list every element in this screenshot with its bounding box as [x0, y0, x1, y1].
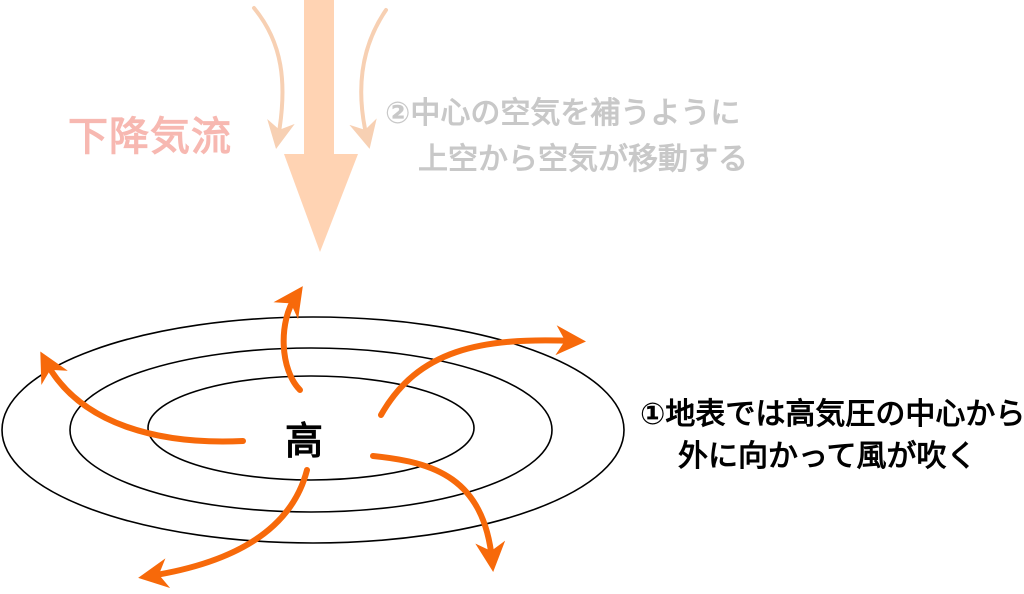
- surface-wind-note-line-1: ①地表では高気圧の中心から: [640, 397, 1024, 432]
- side-descending-arrow-left-icon: [252, 6, 295, 150]
- surface-wind-arrow-icon: [370, 453, 506, 572]
- surface-wind-note-line-2: 外に向かって風が吹く: [678, 439, 977, 474]
- descending-arrow-head: [284, 154, 358, 252]
- isobar-ellipse-inner: [147, 375, 475, 481]
- isobar-ellipse-middle: [69, 347, 553, 513]
- surface-wind-arrow-icon: [138, 467, 310, 588]
- descending-air-label: 下降気流: [68, 114, 232, 160]
- isobar-group: [1, 316, 625, 544]
- surface-wind-arrow-icon: [40, 351, 246, 445]
- surface-wind-arrow-icon: [378, 325, 586, 418]
- descending-arrow-shaft: [304, 0, 334, 160]
- high-pressure-center-label: 高: [285, 419, 324, 463]
- side-descending-arrow-right-icon: [349, 8, 388, 149]
- isobar-ellipse-outer: [1, 316, 625, 544]
- surface-wind-arrows: [40, 286, 586, 588]
- descending-airflow-arrow-icon: [284, 0, 358, 252]
- upper-air-note-line-1: ②中心の空気を補うように: [385, 96, 741, 131]
- surface-wind-arrow-icon: [273, 286, 303, 393]
- upper-air-note-line-2: 上空から空気が移動する: [418, 142, 748, 177]
